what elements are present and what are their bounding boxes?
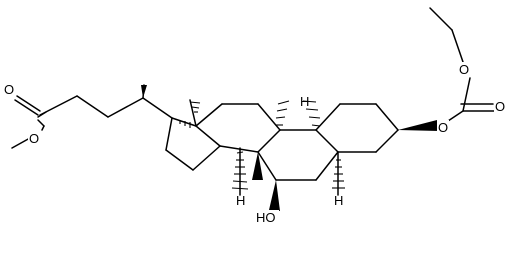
c14-hydrogen-label: H — [236, 193, 245, 208]
bond-ethyl — [429, 7, 453, 31]
bond-b-2 — [315, 129, 339, 153]
bond-chain-3 — [107, 97, 144, 118]
bond-chain-1 — [39, 95, 78, 116]
hash-c17-h — [179, 120, 191, 128]
bond-d-5 — [195, 125, 221, 147]
bond-carbonate-o-c — [447, 110, 464, 122]
wedge-c8 — [252, 152, 263, 180]
bond-b-5 — [257, 151, 277, 181]
c5-hydrogen-label: H — [334, 193, 343, 208]
bond-c-1 — [195, 103, 223, 127]
wedge-c3-o — [398, 120, 439, 131]
ester-methoxy-oxygen-label: O — [29, 131, 39, 146]
bond-chain-2 — [76, 95, 109, 118]
bond-ester-o-carbon — [37, 119, 45, 127]
hash-c13-methyl — [189, 99, 201, 127]
bond-c-4 — [257, 129, 281, 153]
bond-carbonyl-1 — [14, 99, 39, 116]
hash-c10-methyl — [302, 100, 321, 127]
bond-a-4 — [375, 129, 399, 153]
bond-carbonyl-2 — [16, 95, 41, 112]
bond-d-2 — [165, 117, 173, 151]
bond-c20-c17 — [142, 97, 173, 119]
carbonate-ring-oxygen-label: O — [438, 120, 448, 135]
bond-d-4 — [192, 145, 221, 171]
hash-c14-h — [231, 147, 249, 196]
bond-methoxy-methyl — [11, 137, 31, 149]
bond-d-1 — [171, 117, 197, 127]
hash-c9-h — [275, 100, 290, 126]
bond-c-3 — [257, 103, 281, 131]
bond-c20-methyl — [142, 84, 145, 99]
ester-carbonyl-oxygen-label: O — [4, 82, 14, 97]
carbonate-carbonyl-oxygen-label: O — [495, 99, 505, 114]
bond-a-3 — [375, 103, 399, 131]
bond-b-3 — [315, 151, 339, 181]
c9-hydrogen-label: H — [300, 94, 309, 109]
carbonate-ethoxy-oxygen-label: O — [459, 62, 469, 77]
bond-c-5 — [219, 145, 259, 153]
bond-ethoxy-o-ch2 — [451, 29, 464, 63]
bond-d-3 — [165, 149, 194, 171]
hydroxyl-label: HO — [256, 210, 276, 225]
hash-c5-h — [332, 151, 345, 196]
wedge-c7-oh — [269, 180, 280, 211]
bond-carbonate-c-o1 — [462, 77, 471, 112]
